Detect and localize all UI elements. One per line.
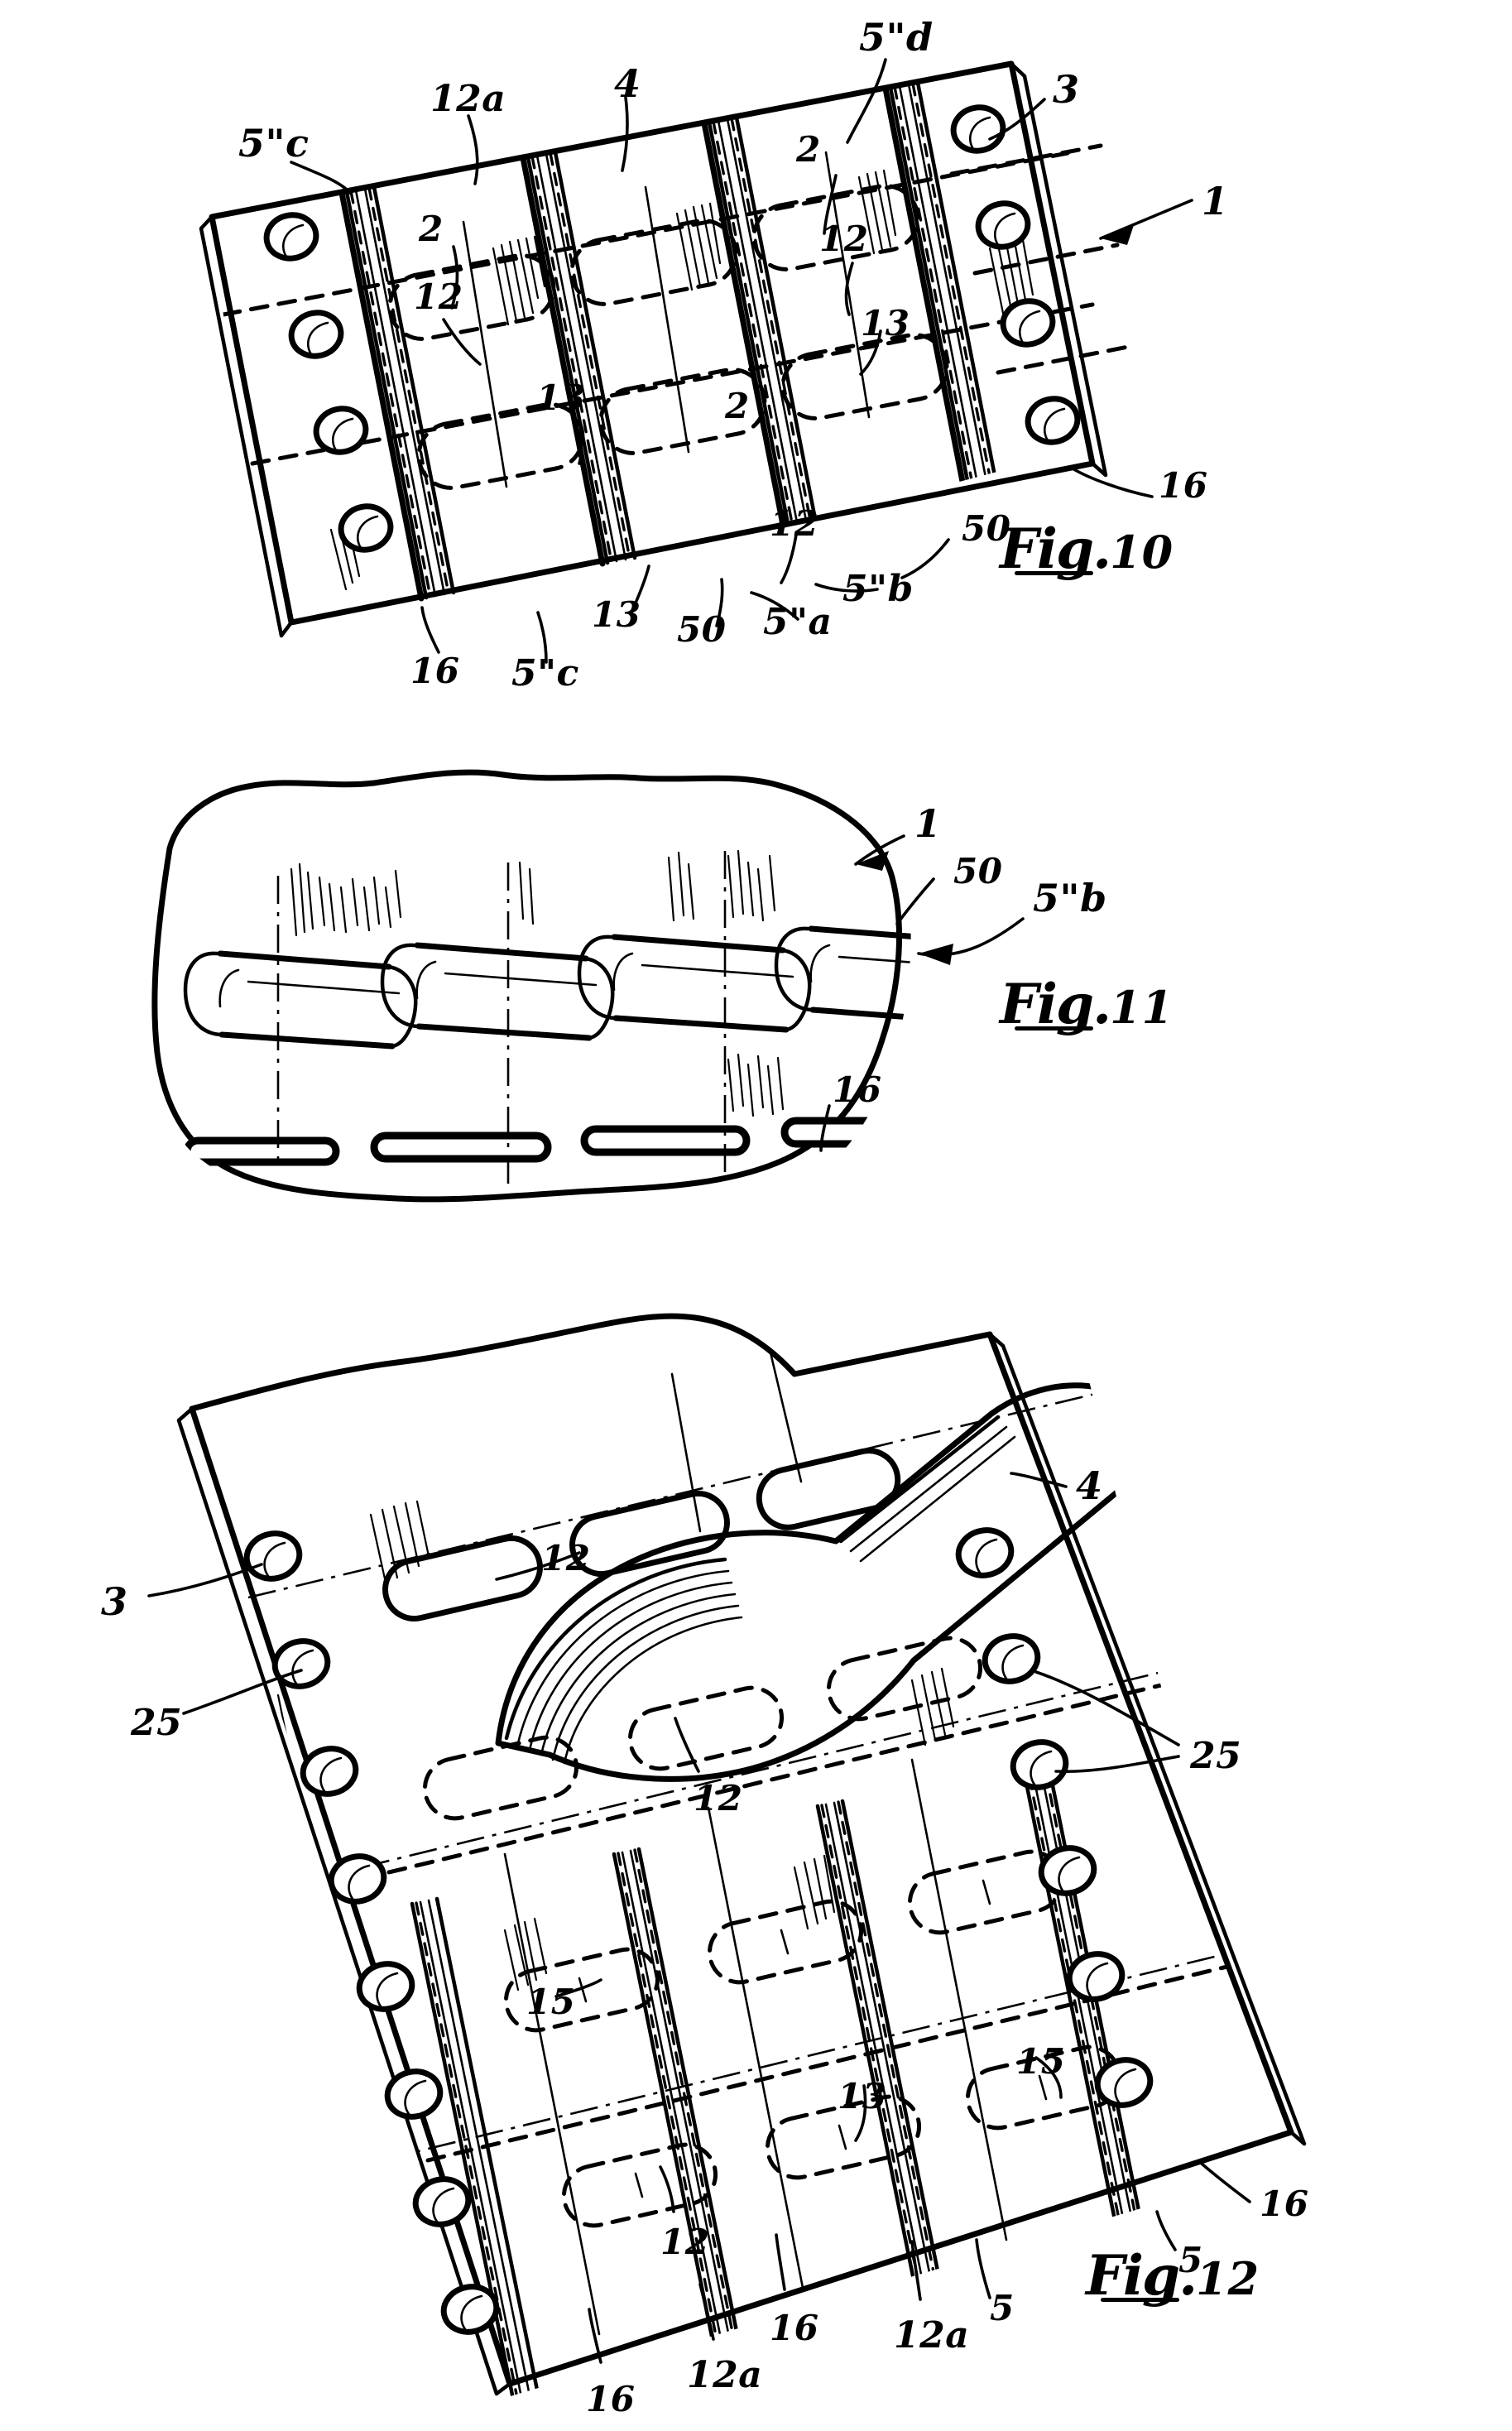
fig-12-caption-number: 12 [1196, 2252, 1260, 2305]
fig-10-caption-number: 10 [1110, 526, 1174, 579]
fig12-hinge-seams [410, 1751, 1151, 2400]
label-13-bottom: 13 [592, 594, 641, 635]
label-16-bottomleft: 16 [410, 651, 460, 691]
label-12a-center: 12a [894, 2314, 970, 2357]
hinge-rod-1 [183, 950, 418, 1050]
label-12a-top: 12a [430, 78, 506, 120]
label-15-right: 15 [1016, 2041, 1066, 2082]
label-12-mid: 12 [819, 219, 869, 259]
label-12-left: 12 [414, 276, 463, 317]
label-5-right: 5 [1178, 2240, 1203, 2280]
label-2-center: 2 [725, 386, 750, 426]
label-16-bottom: 16 [586, 2379, 636, 2419]
label-5bprime-detail: 5"b [1033, 876, 1107, 920]
figure-12-drawing [147, 1313, 1307, 2400]
fig-12-caption-prefix: Fig. [1086, 2243, 1198, 2308]
hidden-slots [422, 1636, 1122, 2228]
label-13-center: 13 [838, 2076, 887, 2116]
hinge-seam-1 [338, 185, 456, 602]
label-5aprime: 5"a [763, 601, 833, 643]
fig12-ribs [503, 1348, 1008, 2336]
label-13-right: 13 [861, 303, 910, 344]
fig-11-caption-number: 11 [1110, 981, 1174, 1034]
fig12-holes-left [243, 1530, 500, 2335]
fig-11-caption-underline [1015, 1026, 1093, 1031]
label-16-detail: 16 [833, 1069, 882, 1110]
construction-lines [276, 851, 727, 1189]
label-4-top: 4 [614, 61, 641, 106]
fig-10-caption-underline [1015, 571, 1093, 575]
fig12-leaders [147, 1472, 1251, 2364]
label-3-left: 3 [101, 1579, 128, 1624]
label-16-lower: 16 [770, 2308, 819, 2348]
hinge-seam-3 [701, 115, 818, 532]
detail-hatching [290, 849, 785, 1117]
fig-11-caption: Fig.11 [1000, 977, 1174, 1031]
label-12-lower: 12 [660, 2222, 710, 2262]
open-slots-top [382, 1448, 901, 1621]
label-5bprime: 5"b [842, 568, 914, 610]
label-1-detail: 1 [914, 801, 942, 846]
slot-crosses [578, 1879, 1048, 2198]
hinge-seam-2 [520, 150, 637, 567]
label-5-lower: 5 [990, 2288, 1015, 2328]
label-1-right: 1 [1202, 179, 1229, 223]
fig10-leaders [290, 58, 1193, 664]
label-15-left: 15 [526, 1982, 576, 2022]
label-50-detail: 50 [953, 851, 1003, 891]
fig-10-caption: Fig.10 [1000, 521, 1174, 576]
label-2-mid: 2 [796, 129, 821, 170]
bottom-slots [183, 1117, 911, 1166]
hinge-rod-4 [774, 925, 911, 1021]
label-50-right: 50 [962, 508, 1011, 549]
label-3-top-right: 3 [1053, 67, 1080, 112]
hinge-rod-2 [380, 942, 615, 1041]
hinge-rod-3 [577, 934, 812, 1033]
label-25-right: 25 [1190, 1735, 1242, 1777]
fig-12-caption: Fig.12 [1086, 2248, 1260, 2305]
label-5dprime-top: 5"d [859, 15, 934, 60]
fig-10-caption-prefix: Fig. [1000, 516, 1111, 581]
fig-11-caption-prefix: Fig. [1000, 972, 1111, 1036]
hinge-seam-4 [882, 80, 1000, 497]
label-16-right: 16 [1159, 465, 1208, 506]
label-5cprime-topleft: 5"c [238, 121, 310, 166]
label-5cprime-bottom: 5"c [511, 652, 579, 694]
hidden-slots-row1 [387, 184, 920, 341]
fig12-holes-right [955, 1527, 1154, 2108]
hidden-slots-row2 [416, 333, 949, 490]
label-12a-bottom: 12a [687, 2354, 763, 2396]
figure-11-drawing [151, 769, 1025, 1203]
figure-10-drawing [199, 58, 1193, 664]
label-50-bottom: 50 [677, 609, 727, 650]
label-12-upper: 12 [541, 1538, 591, 1578]
label-12-bottom: 12 [770, 503, 819, 544]
label-16-bottomright: 16 [1260, 2184, 1309, 2224]
fig-12-caption-underline [1101, 2298, 1179, 2302]
label-13-left: 13 [536, 377, 586, 418]
label-4-flap: 4 [1076, 1463, 1103, 1508]
label-12-mid: 12 [694, 1778, 743, 1818]
label-2-left: 2 [419, 209, 444, 249]
fastener-holes-left [263, 212, 394, 553]
lifted-flap [495, 1382, 1156, 1782]
label-25-left: 25 [131, 1702, 183, 1744]
fig11-leaders [819, 834, 1025, 1152]
